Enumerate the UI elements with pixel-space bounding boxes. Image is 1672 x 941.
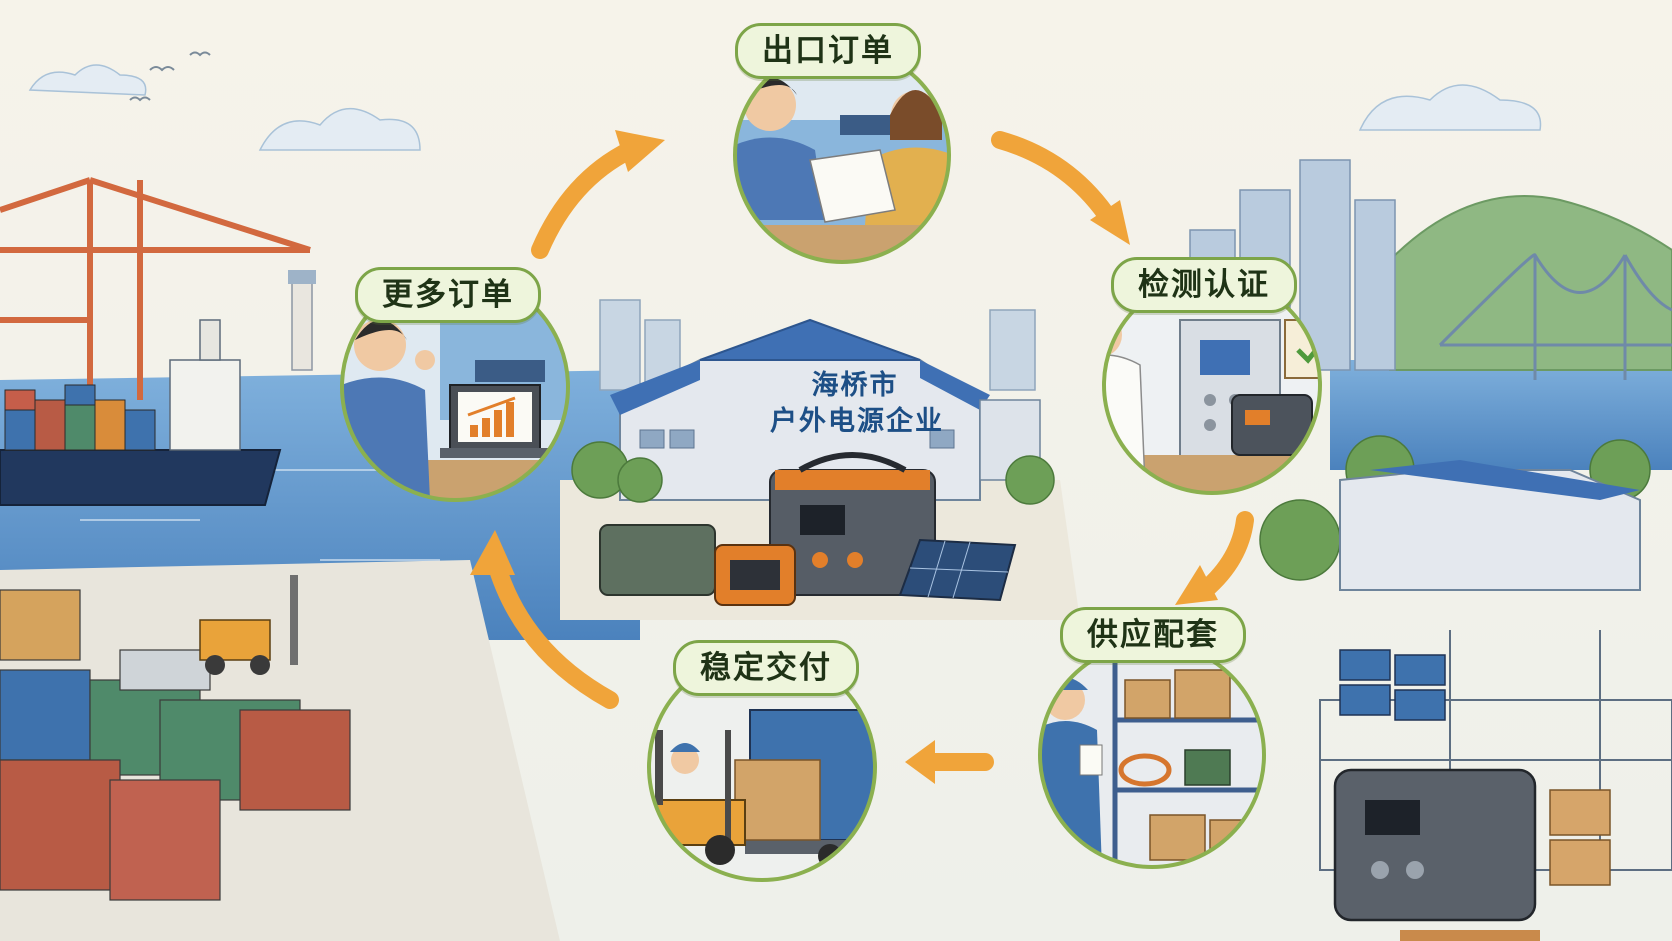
center-title-line1: 海桥市 <box>811 370 899 401</box>
label-stable-delivery: 稳定交付 <box>673 640 859 696</box>
arrow-heads <box>470 130 1218 784</box>
crates-right <box>1549 789 1611 886</box>
scene-supply-support <box>1040 645 1264 867</box>
solar-panel <box>898 538 1017 602</box>
center-title-line2: 户外电源企业 <box>770 406 944 437</box>
label-testing-certification: 检测认证 <box>1111 257 1297 313</box>
large-power-station-right <box>1333 768 1540 941</box>
label-supply-support: 供应配套 <box>1060 607 1246 663</box>
container-stacks <box>0 589 351 901</box>
cycle-arrows <box>486 131 1254 771</box>
warehouse-right <box>1339 460 1641 591</box>
birds <box>129 51 211 102</box>
battery-boxes-right <box>1339 649 1446 721</box>
power-stations <box>599 452 1017 606</box>
clouds <box>28 64 1542 151</box>
label-more-orders: 更多订单 <box>355 267 541 323</box>
dock-forklift <box>199 575 298 675</box>
lighthouse <box>288 270 316 371</box>
container-ship <box>0 319 282 506</box>
port-crane <box>0 177 311 400</box>
label-export-orders: 出口订单 <box>735 23 921 79</box>
bridge <box>1438 253 1672 380</box>
center-company-title: 海桥市 户外电源企业 <box>770 368 944 440</box>
